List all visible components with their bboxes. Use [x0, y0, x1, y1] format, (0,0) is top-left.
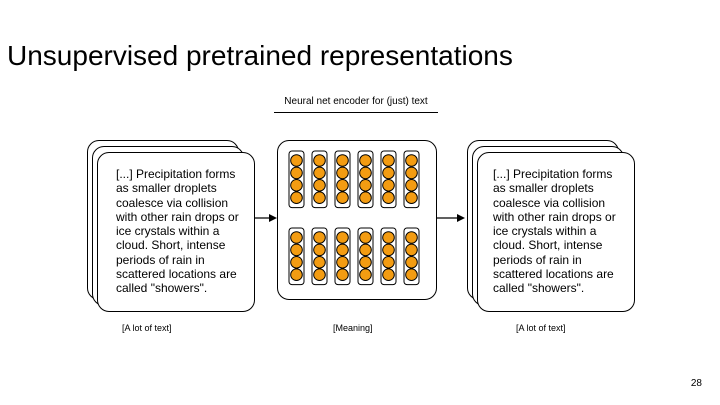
neuron: [382, 166, 395, 180]
neuron: [290, 166, 303, 180]
neuron: [336, 256, 349, 269]
neuron: [313, 243, 326, 257]
neuron: [359, 231, 372, 244]
neuron: [405, 231, 418, 244]
neuron: [290, 191, 303, 204]
neuron: [313, 179, 326, 192]
neuron: [405, 166, 418, 180]
neuron: [313, 191, 326, 204]
neuron: [336, 166, 349, 180]
output-document-text: [...] Precipitation forms as smaller dro…: [493, 167, 616, 296]
output-stack-card-front: [...] Precipitation forms as smaller dro…: [477, 152, 635, 312]
neuron: [336, 243, 349, 257]
neuron: [405, 179, 418, 192]
neuron: [359, 191, 372, 204]
neuron: [336, 191, 349, 204]
neuron: [290, 179, 303, 192]
input-stack-card-front: [...] Precipitation forms as smaller dro…: [97, 152, 255, 312]
neuron: [290, 154, 303, 167]
neuron: [359, 256, 372, 269]
neuron: [382, 191, 395, 204]
output-arrow: [436, 214, 465, 222]
neuron: [382, 268, 395, 282]
neuron: [359, 179, 372, 192]
input-caption: [A lot of text]: [122, 323, 172, 333]
page-number: 28: [690, 378, 702, 389]
slide-title: Unsupervised pretrained representations: [7, 40, 513, 71]
neuron: [382, 154, 395, 167]
neuron: [313, 268, 326, 282]
neuron: [382, 243, 395, 257]
neuron: [336, 231, 349, 244]
neuron: [336, 268, 349, 282]
neuron: [336, 154, 349, 167]
neuron: [290, 256, 303, 269]
neuron: [405, 243, 418, 257]
neuron: [290, 268, 303, 282]
neuron: [359, 154, 372, 167]
output-caption: [A lot of text]: [516, 323, 566, 333]
neuron: [313, 256, 326, 269]
neuron: [313, 166, 326, 180]
neuron: [313, 231, 326, 244]
neuron: [405, 256, 418, 269]
neuron: [359, 268, 372, 282]
neuron: [359, 243, 372, 257]
input-document-text: [...] Precipitation forms as smaller dro…: [116, 167, 239, 296]
encoder-caption: [Meaning]: [333, 323, 373, 333]
neuron: [336, 179, 349, 192]
neuron: [382, 256, 395, 269]
input-arrow: [254, 214, 277, 222]
neuron: [290, 231, 303, 244]
neuron: [405, 268, 418, 282]
neuron: [405, 154, 418, 167]
neuron: [359, 166, 372, 180]
neuron: [405, 191, 418, 204]
neuron: [382, 231, 395, 244]
neuron: [313, 154, 326, 167]
diagram-subtitle: Neural net encoder for (just) text: [284, 96, 428, 107]
neuron: [290, 243, 303, 257]
subtitle-underline: [274, 112, 438, 113]
neuron: [382, 179, 395, 192]
